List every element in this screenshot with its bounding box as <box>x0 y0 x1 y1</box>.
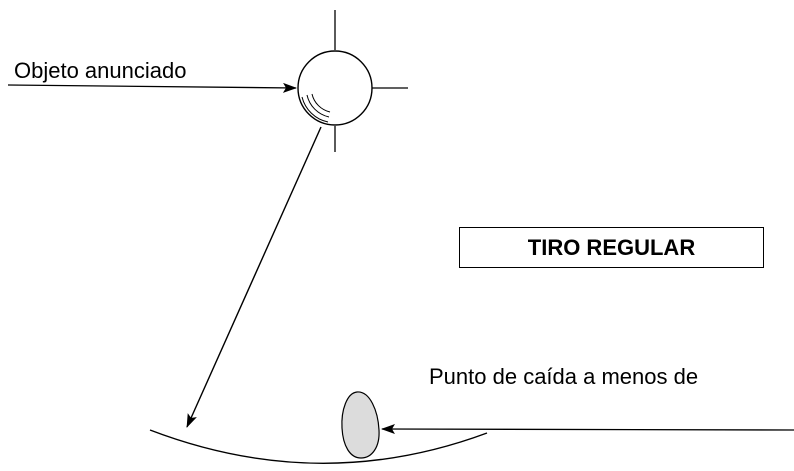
ball-shading-arcs <box>301 93 331 123</box>
impact-pointer-arrow <box>381 424 794 435</box>
title-box: TIRO REGULAR <box>459 227 764 268</box>
diagram-title: TIRO REGULAR <box>527 234 696 260</box>
object-pointer-arrow <box>7 82 297 93</box>
landing-arc <box>149 429 488 464</box>
trajectory-arrow <box>186 126 322 428</box>
announced-object-ball <box>297 50 373 126</box>
impact-point-blob <box>341 391 380 459</box>
landing-point-label: Punto de caída a menos de <box>429 364 699 389</box>
announced-object-label: Objeto anunciado <box>14 58 187 83</box>
